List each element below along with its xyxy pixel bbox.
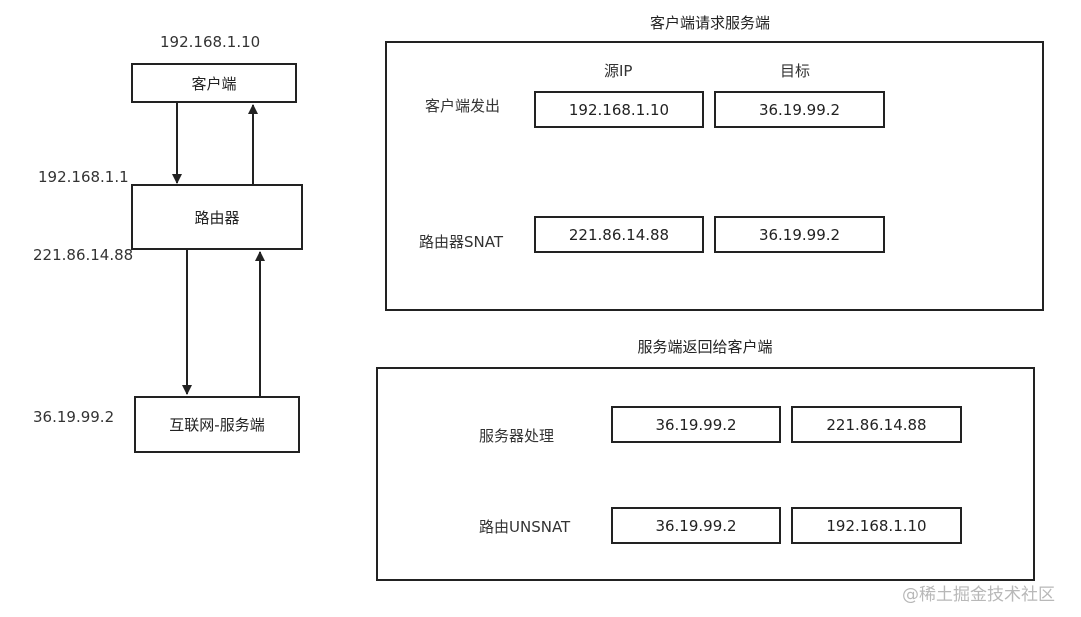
column-header-dst: 目标: [780, 62, 811, 80]
request-row-dst: 36.19.99.2: [714, 216, 885, 253]
server-node: 互联网-服务端: [134, 396, 300, 453]
response-row-src: 36.19.99.2: [611, 507, 781, 544]
response-title: 服务端返回给客户端: [637, 338, 773, 356]
router-node: 路由器: [131, 184, 303, 250]
request-row-label: 路由器SNAT: [419, 233, 504, 251]
client-ip-label: 192.168.1.10: [160, 33, 261, 51]
request-row-src: 192.168.1.10: [534, 91, 704, 128]
router-lan-ip-label: 192.168.1.1: [38, 168, 129, 186]
server-ip-label: 36.19.99.2: [33, 408, 115, 426]
response-row-label: 路由UNSNAT: [479, 518, 571, 536]
request-title: 客户端请求服务端: [649, 14, 770, 32]
router-wan-ip-label: 221.86.14.88: [33, 246, 134, 264]
request-row-src: 221.86.14.88: [534, 216, 704, 253]
client-node: 客户端: [131, 63, 297, 103]
response-row-label: 服务器处理: [479, 427, 555, 445]
request-row-dst: 36.19.99.2: [714, 91, 885, 128]
response-panel: [376, 367, 1035, 581]
request-row-label: 客户端发出: [425, 97, 501, 115]
response-row-dst: 221.86.14.88: [791, 406, 962, 443]
column-header-src: 源IP: [604, 62, 633, 80]
response-row-dst: 192.168.1.10: [791, 507, 962, 544]
response-row-src: 36.19.99.2: [611, 406, 781, 443]
request-panel: [385, 41, 1044, 311]
watermark: @稀土掘金技术社区: [902, 585, 1055, 605]
